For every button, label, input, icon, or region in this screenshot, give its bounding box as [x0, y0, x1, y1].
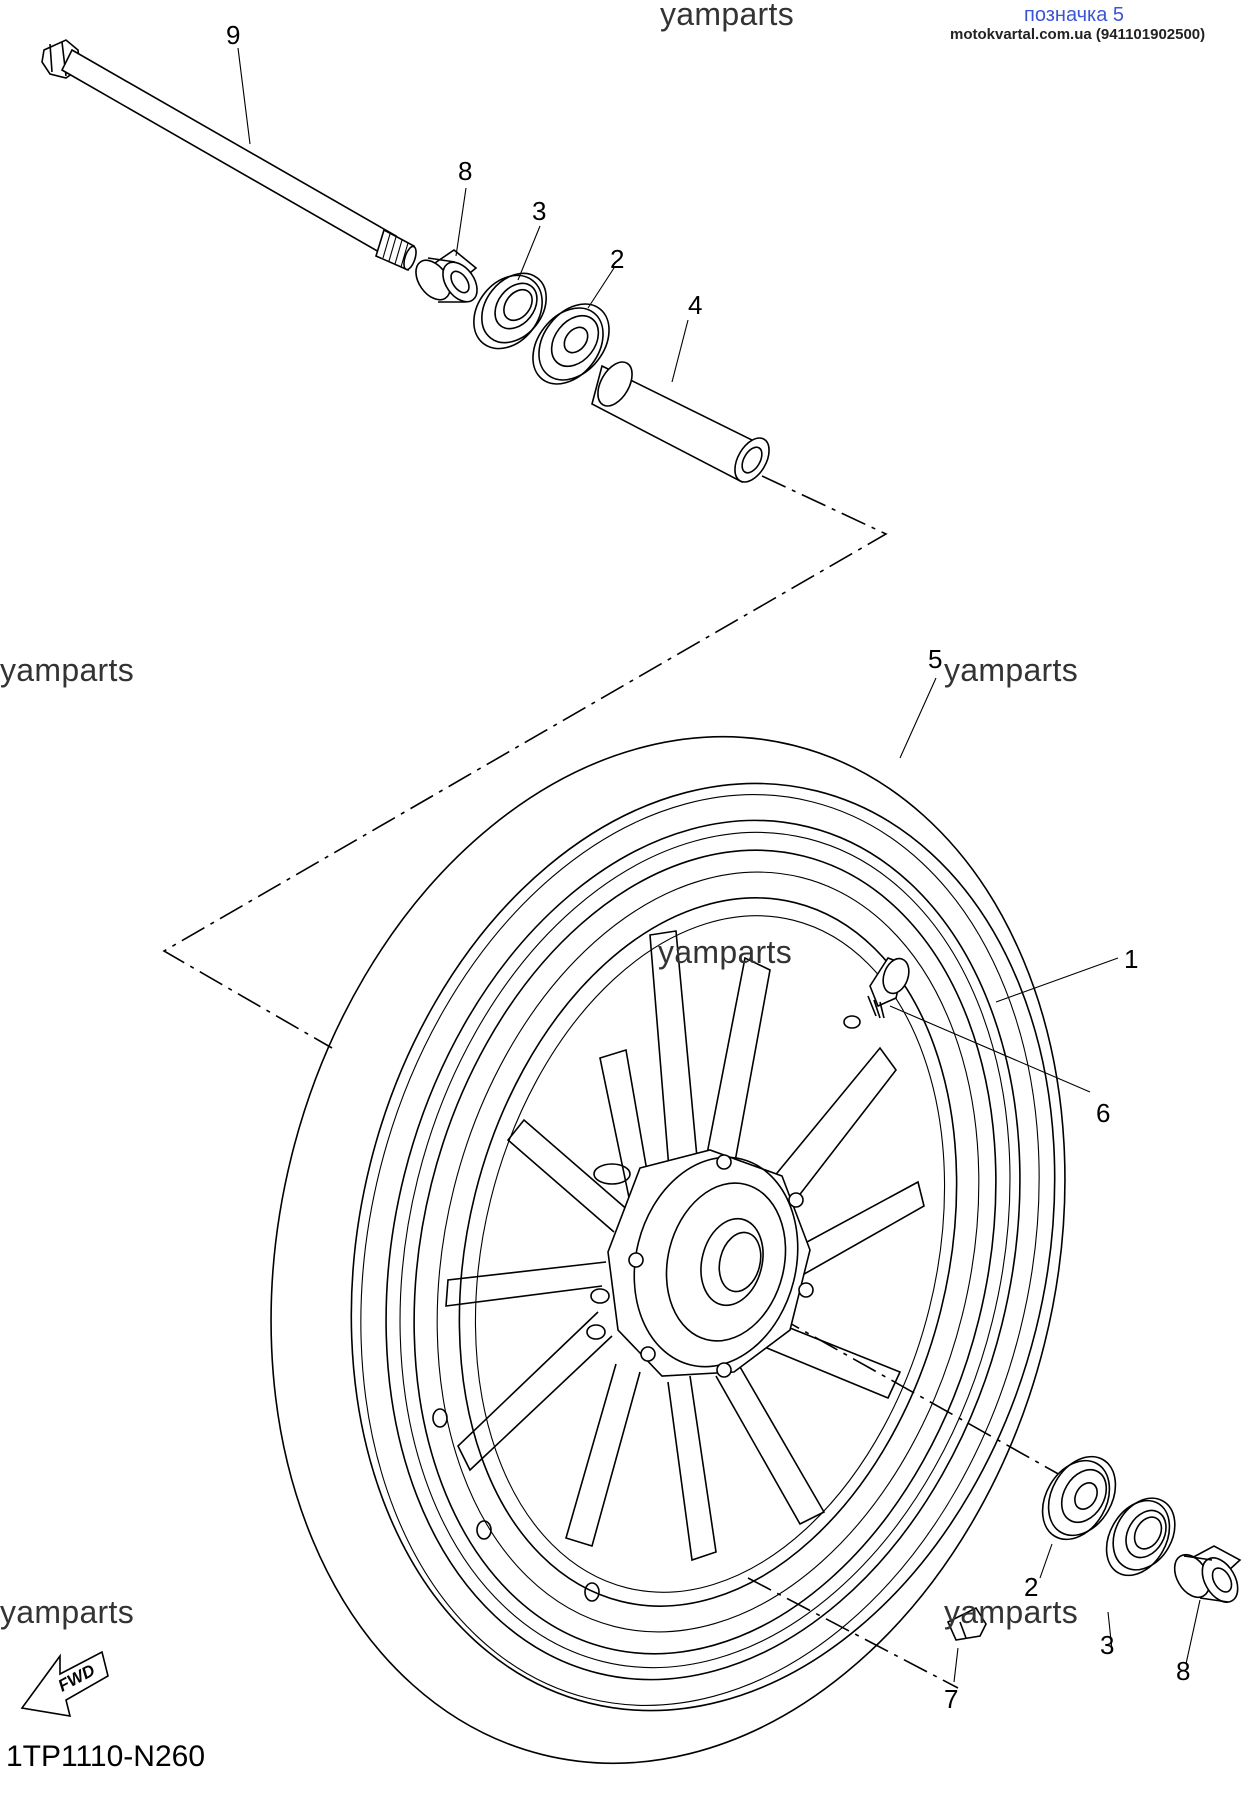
fwd-arrow-icon: FWD	[20, 1650, 109, 1717]
oil-seal-part-3-upper	[473, 272, 547, 350]
balance-weight-part-7	[946, 1606, 987, 1641]
spacer-part-8-lower	[1173, 1545, 1242, 1603]
wheel-hub	[607, 1149, 814, 1378]
wheel-part-1	[385, 819, 1021, 1681]
wheel-spokes	[445, 930, 925, 1562]
callout-9: 9	[226, 20, 241, 50]
callout-3-upper: 3	[532, 196, 547, 226]
callout-2-upper: 2	[610, 244, 625, 274]
watermark: yamparts	[660, 0, 794, 32]
callout-7: 7	[944, 1684, 959, 1714]
watermark: yamparts	[944, 652, 1078, 688]
watermark: yamparts	[944, 1594, 1078, 1630]
valve-part-6	[867, 957, 910, 1019]
bearing-part-2-lower	[1041, 1455, 1117, 1541]
collar-part-4	[591, 361, 770, 484]
tire-part-5	[270, 735, 1066, 1765]
header-subtitle: motokvartal.com.ua (941101902500)	[950, 26, 1206, 43]
leader-lines	[237, 47, 1201, 1683]
callout-3-lower: 3	[1100, 1630, 1115, 1660]
oil-seal-part-3-lower	[1105, 1497, 1176, 1577]
header-title: позначка 5	[1024, 4, 1125, 26]
callout-5: 5	[928, 644, 943, 674]
watermark: yamparts	[0, 652, 134, 688]
watermark: yamparts	[658, 934, 792, 970]
callout-6: 6	[1096, 1098, 1111, 1128]
callout-1: 1	[1124, 944, 1139, 974]
drawing-code: 1TP1110-N260	[6, 1740, 206, 1773]
bearing-part-2-upper	[532, 303, 610, 385]
callout-4: 4	[688, 290, 703, 320]
watermark: yamparts	[0, 1594, 134, 1630]
callout-2-lower: 2	[1024, 1572, 1039, 1602]
axle-part-9	[41, 39, 417, 272]
callout-8-lower: 8	[1176, 1656, 1191, 1686]
callout-8-upper: 8	[458, 156, 473, 186]
spacer-part-8-upper	[415, 249, 478, 303]
